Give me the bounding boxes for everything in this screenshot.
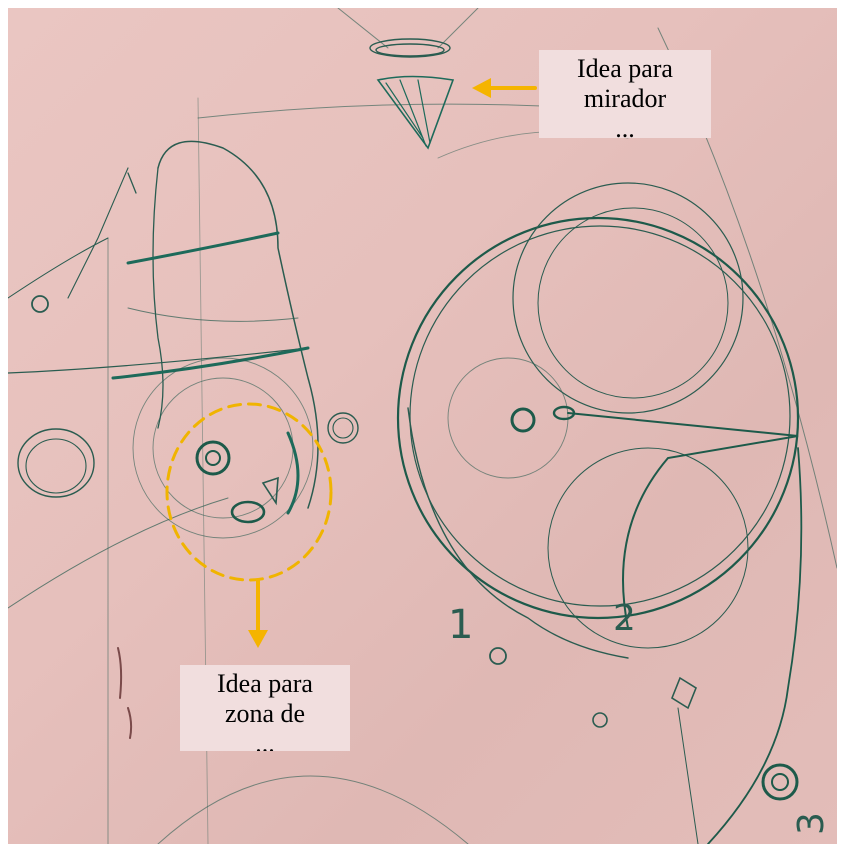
red-mark (128, 708, 131, 738)
right-lower-arc (408, 408, 628, 658)
left-bulb-band (128, 233, 278, 263)
bottom-arrow-head (248, 630, 268, 648)
construction-line (8, 348, 308, 373)
mirador-hatching (386, 80, 430, 146)
sketch-number-2: 2 (613, 598, 636, 639)
construction-line (8, 498, 228, 608)
left-cluster-ellipse (232, 502, 264, 522)
left-cluster-dot (206, 451, 220, 465)
ring-mark (772, 774, 788, 790)
left-bulb-band (113, 348, 308, 378)
sketch-photo: 1 2 3 Idea para mirador ... Idea para zo… (8, 8, 837, 844)
small-circle (593, 713, 607, 727)
zona-callout: Idea para zona de ... (180, 665, 350, 751)
right-center-dot (512, 409, 534, 431)
right-wedge (568, 413, 798, 628)
red-mark (118, 648, 121, 698)
left-cluster-dot (197, 442, 229, 474)
left-small-circle (333, 418, 353, 438)
mirador-ring (376, 44, 444, 56)
highlight-ring (167, 404, 331, 580)
top-arrow-head (472, 78, 491, 98)
sketch-number-1: 1 (448, 602, 473, 648)
pencil-sketch: 1 2 3 (8, 8, 837, 844)
mirador-callout: Idea para mirador ... (539, 50, 711, 138)
small-diamond (672, 678, 696, 708)
edge-small-circle (32, 296, 48, 312)
guide-line (678, 708, 698, 844)
mirador-guide (338, 8, 478, 48)
left-bulb-line (128, 308, 298, 321)
right-inner-circle (448, 358, 568, 478)
left-cluster-circle (133, 358, 313, 538)
left-edge-mark (128, 173, 136, 193)
small-circle (490, 648, 506, 664)
far-left-oval (26, 439, 86, 493)
callout-arrows (248, 78, 535, 648)
right-inner-circle (538, 208, 728, 398)
sketch-number-3: 3 (791, 812, 832, 835)
left-edge-line (68, 168, 128, 298)
left-cluster-arc (288, 433, 298, 513)
ring-mark (763, 765, 797, 799)
bottom-arc (158, 776, 468, 844)
right-inner-circle (513, 183, 743, 413)
right-big-circle (398, 218, 798, 618)
